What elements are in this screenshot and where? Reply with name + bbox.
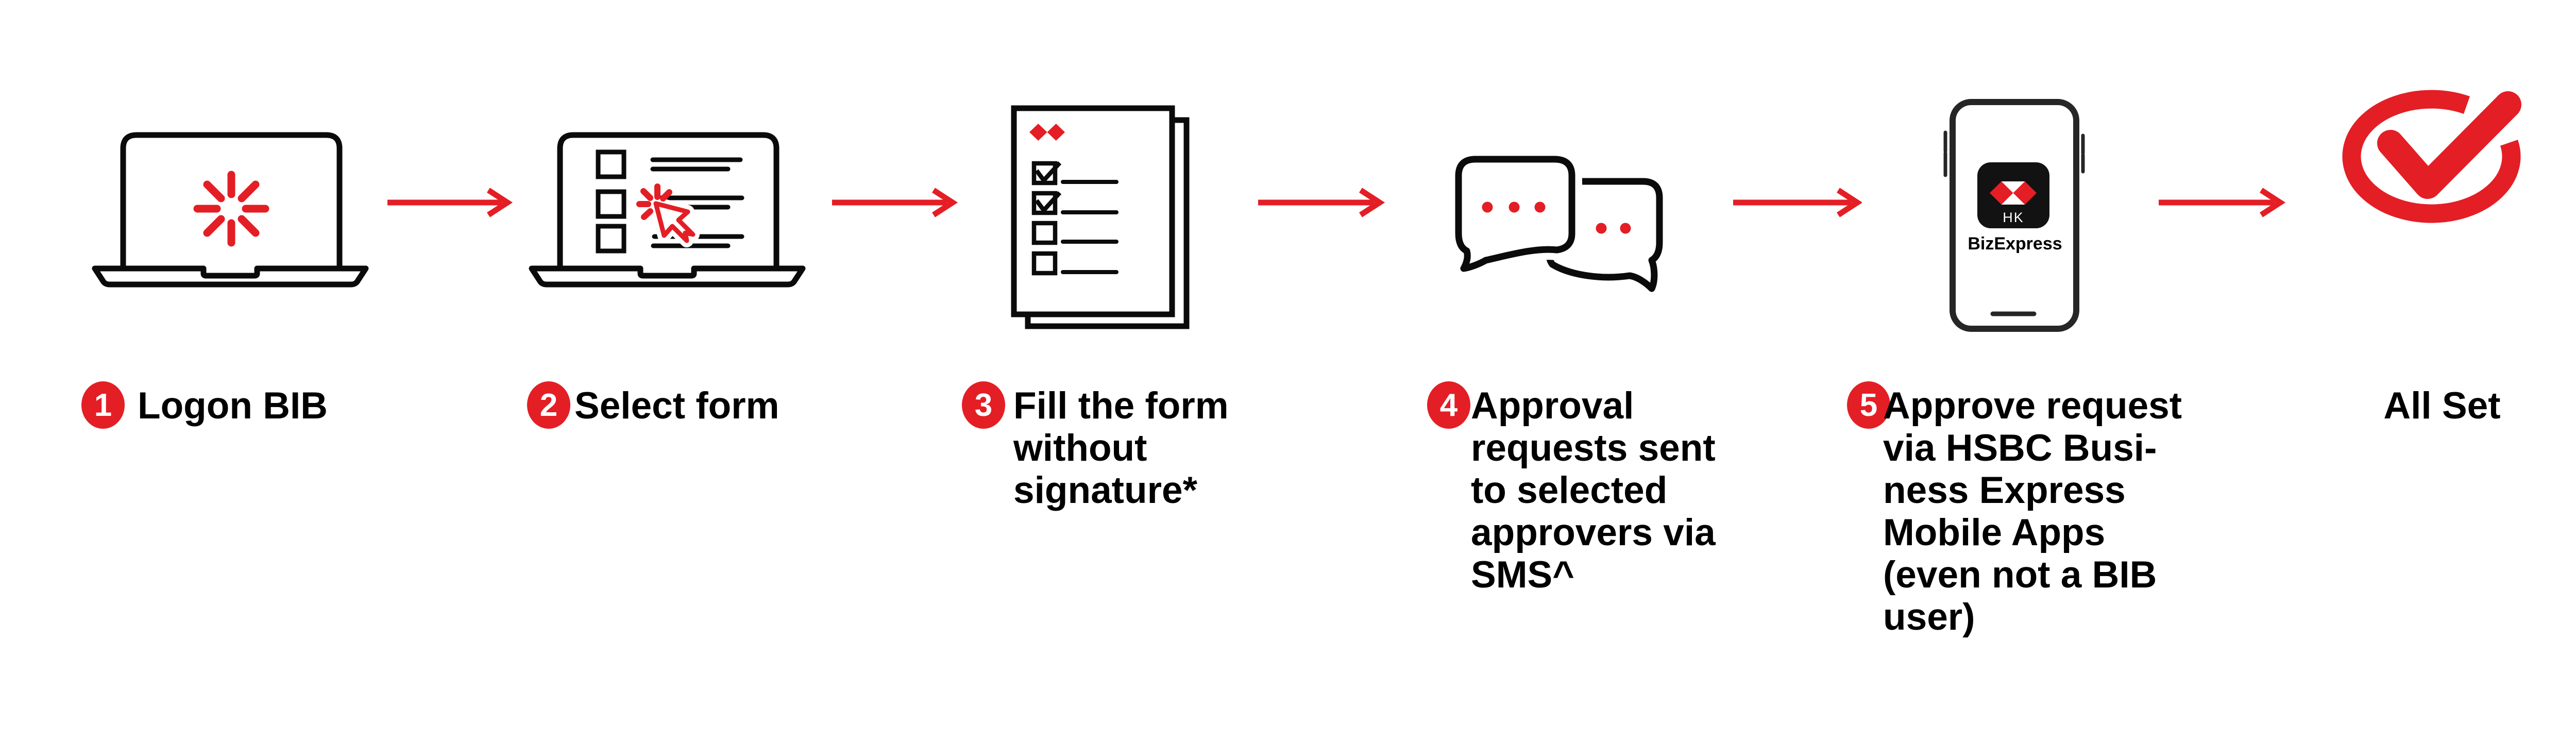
loading-spinner-icon bbox=[193, 171, 269, 247]
hsbc-hexagon-icon bbox=[1990, 181, 2037, 205]
laptop-loading-icon bbox=[92, 132, 369, 288]
arrow-right-icon bbox=[1733, 188, 1862, 217]
step-number-badge: 5 bbox=[1847, 381, 1890, 429]
step-label: Approval requests sent to selected appro… bbox=[1471, 385, 1716, 596]
typing-dots-icon bbox=[1482, 201, 1631, 234]
phone-bizexpress-icon: HK BizExpress bbox=[1943, 99, 2085, 332]
step-number-badge: 3 bbox=[962, 381, 1005, 429]
bizexpress-app-tile: HK bbox=[1977, 162, 2049, 228]
step-number-badge: 2 bbox=[527, 381, 570, 429]
step-label: Logon BIB bbox=[138, 385, 328, 427]
arrow-right-icon bbox=[1258, 188, 1385, 217]
chat-bubbles-icon bbox=[1448, 149, 1663, 292]
app-name-label: BizExpress bbox=[1968, 234, 2062, 254]
hsbc-hexagon-icon bbox=[1029, 124, 1065, 141]
form-checklist-icon bbox=[1011, 105, 1190, 329]
check-circle-icon bbox=[2342, 90, 2521, 223]
form-text-lines bbox=[1061, 180, 1118, 274]
form-checkboxes-icon bbox=[1031, 161, 1062, 276]
option-checkboxes-icon bbox=[596, 149, 626, 254]
arrow-right-icon bbox=[832, 188, 958, 217]
click-cursor-icon bbox=[636, 183, 700, 247]
laptop-select-form-icon bbox=[529, 132, 806, 288]
step-number-badge: 4 bbox=[1427, 381, 1470, 429]
step-label: Select form bbox=[574, 385, 779, 427]
step-number-badge: 1 bbox=[81, 381, 125, 429]
arrow-right-icon bbox=[2159, 188, 2286, 217]
step-label: Approve request via HSBC Busi- ness Expr… bbox=[1883, 385, 2182, 638]
app-region-label: HK bbox=[2003, 210, 2024, 225]
step-label: Fill the form without signature* bbox=[1013, 385, 1229, 511]
all-set-label: All Set bbox=[2383, 385, 2501, 427]
phone-side-buttons bbox=[1943, 130, 2085, 177]
arrow-right-icon bbox=[387, 188, 513, 217]
